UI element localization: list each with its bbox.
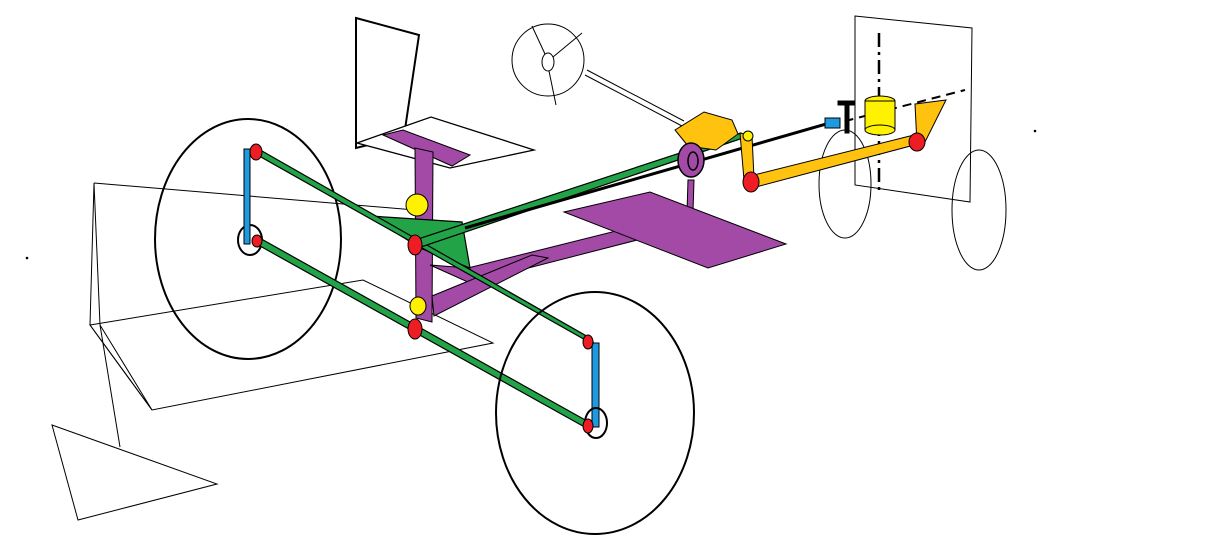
steering-column — [584, 74, 683, 127]
ghost-foot-triangle — [51, 424, 219, 521]
steering-wheel-rim — [511, 23, 585, 97]
bearing-icon — [409, 296, 427, 316]
ghost-plane-right — [854, 15, 973, 203]
pivot-joint-icon — [407, 234, 423, 256]
wheel-icon — [818, 129, 1007, 271]
wheel-front-right — [495, 291, 695, 535]
steering-wheel-icon — [511, 23, 685, 127]
ghost-plane-floor — [89, 279, 495, 411]
steering-wheel-hub — [541, 52, 555, 72]
wheel-front-ghost-outer — [951, 149, 1007, 271]
footrest-plate — [562, 191, 788, 269]
steering-spoke — [552, 32, 583, 58]
pivot-joint-icon — [908, 132, 926, 152]
pivot-joint-icon — [582, 334, 594, 350]
pivot-joint-icon — [582, 418, 594, 434]
steering-spoke — [548, 70, 557, 106]
pivot-joint-icon — [251, 234, 263, 248]
column-bearing-bore — [687, 151, 699, 171]
bearing-icon — [405, 193, 429, 217]
upright-right — [591, 342, 600, 428]
bearing-icon — [742, 130, 754, 142]
upright-assembly — [243, 148, 600, 428]
stray-dot — [25, 256, 29, 260]
bearings — [405, 130, 754, 316]
pivot-joint-icon — [407, 318, 423, 340]
steering-spoke — [531, 25, 546, 55]
frame — [354, 116, 788, 323]
wheel-rear-left — [154, 118, 342, 360]
kingpin-housing-bottom — [864, 124, 896, 136]
upright-left — [243, 148, 251, 245]
ghost-stand — [99, 324, 121, 448]
ghost-axis-horizontal — [829, 89, 966, 126]
lever-icon — [844, 102, 850, 134]
ghost-wedge-left — [89, 182, 153, 411]
ghost-line-top — [93, 182, 416, 211]
lever-handle — [837, 100, 856, 106]
steering-column — [586, 69, 685, 122]
pivot-joint-icon — [249, 143, 263, 161]
steering-linkage — [674, 99, 947, 189]
kingpin-assembly — [824, 95, 896, 136]
kingpin-collar — [824, 117, 841, 129]
pivot-joints — [249, 132, 926, 434]
tilt-link-rod-upper — [464, 118, 841, 230]
pivot-joint-icon — [742, 171, 760, 193]
stray-dot — [1033, 129, 1037, 133]
gearbox-icon — [674, 111, 739, 151]
wheel-front-ghost-inner — [818, 129, 872, 239]
column-bearing — [677, 142, 705, 178]
drag-link — [749, 134, 919, 189]
